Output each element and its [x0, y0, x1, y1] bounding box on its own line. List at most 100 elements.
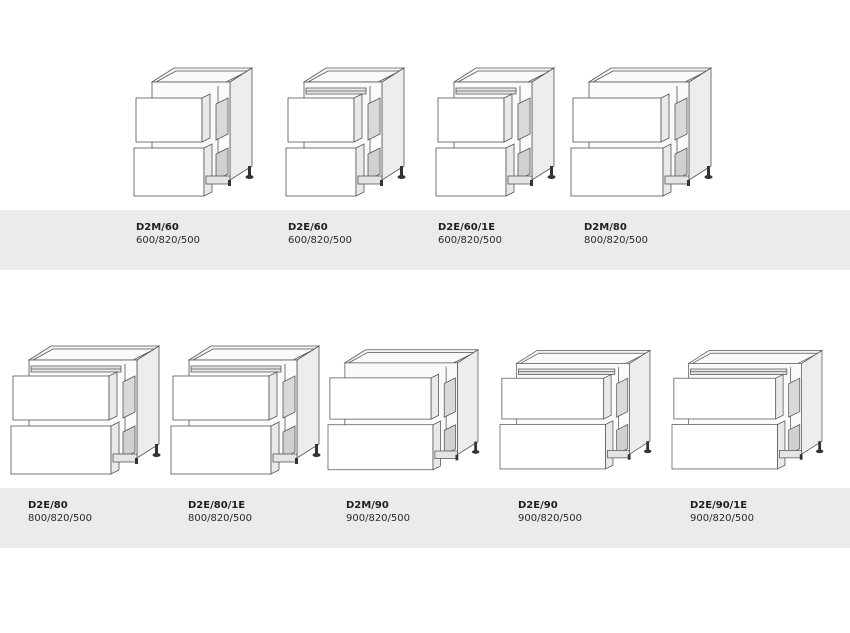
lower-runner: [443, 424, 456, 456]
cabinet-drawing: [133, 67, 254, 197]
leg-back-foot: [547, 175, 556, 179]
cabinet-item: [566, 58, 713, 198]
cabinet-illustration: [10, 345, 161, 475]
cabinet-drawing: [570, 67, 713, 197]
leg-front: [380, 180, 383, 186]
upper-drawer-front: [673, 377, 777, 420]
leg-back: [818, 441, 822, 451]
leg-back-foot: [152, 453, 161, 457]
cabinet-code: D2M/90: [346, 500, 389, 511]
leg-back: [646, 441, 650, 451]
plinth: [434, 450, 458, 459]
upper-drawer-edge: [353, 93, 363, 143]
upper-drawer-edge: [268, 371, 278, 421]
upper-runner: [517, 97, 531, 141]
side-panel: [136, 345, 160, 459]
leg-front: [627, 454, 631, 460]
cabinet-drawing: [499, 349, 652, 470]
cabinet-illustration: [327, 349, 480, 471]
upper-drawer-edge: [603, 373, 612, 420]
upper-drawer-front: [572, 97, 662, 143]
cabinet-dimensions: 800/820/500: [188, 513, 252, 524]
upper-drawer-edge: [503, 93, 513, 143]
cabinet-dimensions: 600/820/500: [136, 235, 200, 246]
cabinet-legs: [135, 444, 161, 464]
upper-drawer-front: [12, 375, 110, 421]
lower-drawer-edge: [270, 421, 280, 475]
lower-runner: [215, 147, 229, 181]
lower-drawer-edge: [777, 420, 786, 470]
cabinet-code: D2M/80: [584, 222, 627, 233]
cabinet-dimensions: 600/820/500: [438, 235, 502, 246]
plinth: [272, 453, 298, 463]
cabinet-item: [327, 336, 488, 476]
plinth: [205, 175, 231, 185]
plinth: [607, 450, 630, 459]
cabinet-drawing: [170, 345, 321, 475]
upper-runner: [788, 377, 801, 418]
cabinet-legs: [380, 166, 406, 186]
leg-front: [228, 180, 231, 186]
plinth: [357, 175, 383, 185]
lower-runner: [367, 147, 381, 181]
cabinet-item: [118, 58, 254, 198]
lower-runner: [616, 423, 629, 455]
upper-drawer-front: [287, 97, 355, 143]
cabinet-illustration: [133, 67, 254, 197]
row-2-label-band: [0, 488, 850, 548]
cabinet-code: D2E/60/1E: [438, 222, 496, 233]
cabinet-legs: [627, 441, 652, 460]
lower-drawer-edge: [605, 420, 614, 470]
lower-runner: [674, 147, 688, 181]
upper-drawer-edge: [660, 93, 670, 143]
cabinet-drawing: [10, 345, 161, 475]
upper-drawer-edge: [108, 371, 118, 421]
leg-back: [550, 166, 553, 176]
top-inner-edge: [192, 348, 316, 361]
side-panel: [457, 349, 479, 456]
cabinet-code: D2E/90/1E: [690, 500, 748, 511]
lower-drawer-edge: [110, 421, 120, 475]
top-inner-edge: [520, 352, 647, 364]
upper-drawer-edge: [430, 373, 439, 420]
cabinet-illustration: [570, 67, 713, 197]
cabinet-code: D2E/90: [518, 500, 558, 511]
top-inner-edge: [692, 352, 819, 364]
lower-drawer-front: [570, 147, 664, 197]
leg-front: [799, 454, 803, 460]
top-inner-edge: [32, 348, 156, 361]
lower-runner: [517, 147, 531, 181]
cabinet-legs: [687, 166, 713, 186]
lower-drawer-edge: [662, 143, 672, 197]
leg-back: [707, 166, 710, 176]
upper-runner: [282, 375, 296, 419]
lower-drawer-front: [133, 147, 205, 197]
cabinet-item: [420, 58, 556, 198]
leg-back-foot: [245, 175, 254, 179]
upper-runner: [443, 377, 456, 418]
upper-runner: [122, 375, 136, 419]
cabinet-drawing: [671, 349, 824, 470]
leg-back-foot: [815, 449, 824, 454]
top-inner-edge: [348, 352, 475, 364]
cabinet-legs: [530, 166, 556, 186]
cabinet-legs: [799, 441, 824, 460]
upper-drawer-front: [437, 97, 505, 143]
leg-back-foot: [643, 449, 652, 454]
side-panel: [801, 349, 823, 455]
leg-front: [687, 180, 690, 186]
cabinet-illustration: [435, 67, 556, 197]
cabinet-legs: [228, 166, 254, 186]
upper-drawer-edge: [775, 373, 784, 420]
cabinet-code: D2E/80: [28, 500, 68, 511]
lower-drawer-edge: [203, 143, 213, 197]
lower-drawer-edge: [432, 420, 441, 471]
leg-back-foot: [397, 175, 406, 179]
side-panel: [296, 345, 320, 459]
leg-back-foot: [704, 175, 713, 179]
